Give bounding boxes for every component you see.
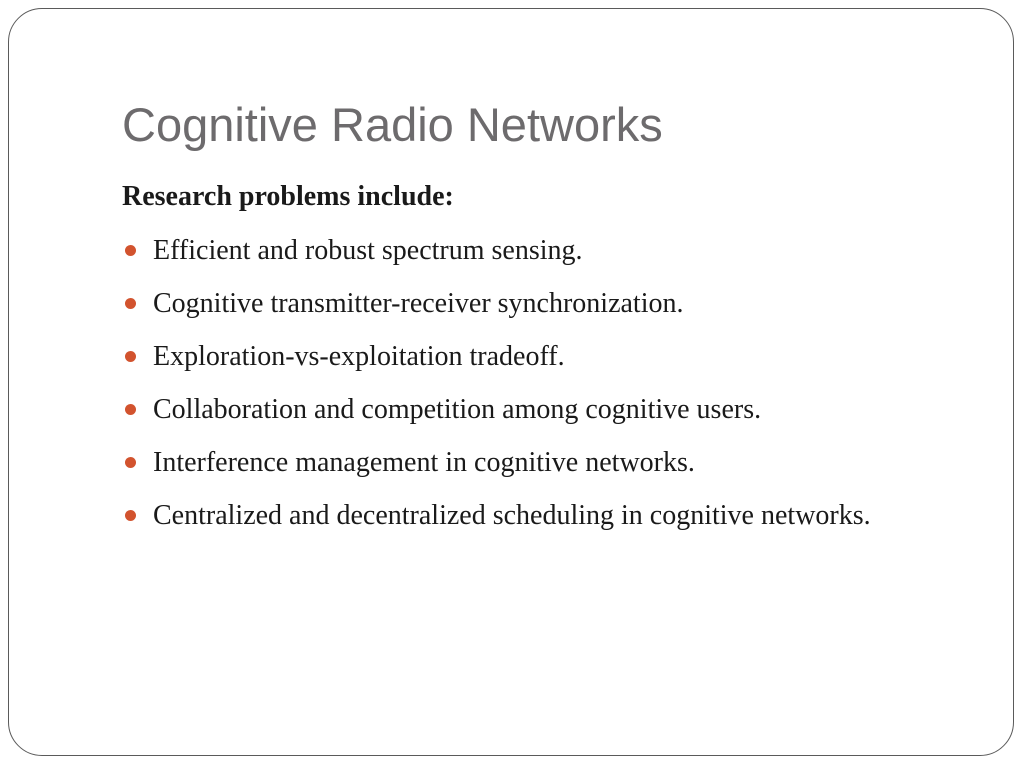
slide-frame: Cognitive Radio Networks Research proble…: [8, 8, 1014, 756]
slide-title: Cognitive Radio Networks: [122, 98, 663, 151]
bullet-text: Collaboration and competition among cogn…: [153, 394, 762, 425]
intro-heading: Research problems include:: [122, 181, 454, 212]
bullet-text: Centralized and decentralized scheduling…: [153, 500, 871, 531]
bullet-item: Centralized and decentralized scheduling…: [122, 495, 892, 537]
bullet-text: Exploration-vs-exploitation tradeoff.: [153, 341, 565, 372]
bullet-dot-icon: [125, 510, 136, 521]
bullet-dot-icon: [125, 245, 136, 256]
bullet-item: Collaboration and competition among cogn…: [122, 389, 892, 431]
bullet-dot-icon: [125, 457, 136, 468]
bullet-dot-icon: [125, 298, 136, 309]
bullet-item: Cognitive transmitter-receiver synchroni…: [122, 283, 892, 325]
bullet-item: Efficient and robust spectrum sensing.: [122, 230, 892, 272]
bullet-list: Efficient and robust spectrum sensing. C…: [122, 230, 892, 548]
bullet-item: Exploration-vs-exploitation tradeoff.: [122, 336, 892, 378]
bullet-text: Cognitive transmitter-receiver synchroni…: [153, 288, 684, 319]
bullet-text: Interference management in cognitive net…: [153, 447, 695, 478]
bullet-dot-icon: [125, 404, 136, 415]
bullet-item: Interference management in cognitive net…: [122, 442, 892, 484]
bullet-dot-icon: [125, 351, 136, 362]
bullet-text: Efficient and robust spectrum sensing.: [153, 235, 583, 266]
